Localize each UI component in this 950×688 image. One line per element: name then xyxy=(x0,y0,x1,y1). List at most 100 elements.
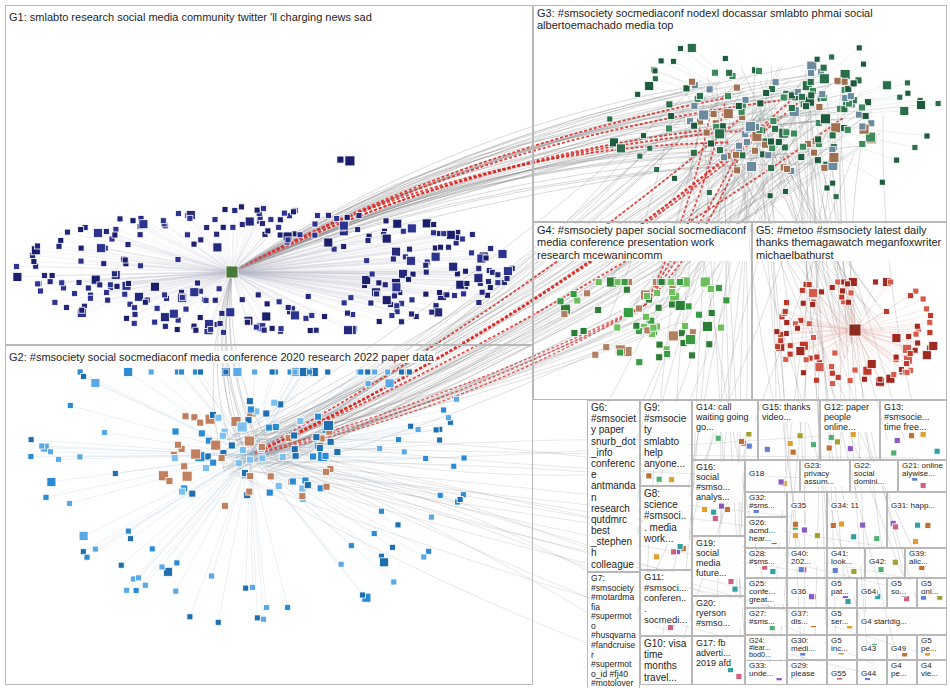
intra-link xyxy=(806,285,855,331)
vertex-icon xyxy=(187,614,193,620)
vertex-icon xyxy=(107,282,113,288)
vertex-icon xyxy=(395,522,401,528)
vertex-icon xyxy=(132,311,138,317)
intra-link xyxy=(775,57,832,118)
intra-link xyxy=(250,372,314,455)
vertex-icon xyxy=(637,153,643,159)
network-link xyxy=(768,146,919,606)
vertex-icon xyxy=(671,549,677,555)
vertex-icon xyxy=(392,283,401,292)
vertex-icon xyxy=(923,306,929,312)
vertex-icon xyxy=(848,290,854,296)
vertex-icon xyxy=(595,279,602,286)
vertex-icon xyxy=(650,324,657,331)
vertex-icon xyxy=(358,369,364,375)
vertex-icon xyxy=(810,335,816,341)
vertex-icon xyxy=(169,309,178,318)
vertex-icon xyxy=(787,343,793,349)
vertex-icon xyxy=(682,323,689,330)
vertex-icon xyxy=(49,273,55,279)
vertex-icon xyxy=(392,247,401,256)
vertex-icon xyxy=(232,207,238,213)
vertex-icon xyxy=(849,324,861,336)
vertex-icon xyxy=(715,435,721,441)
group-label: G21: online alywise... xyxy=(901,462,944,478)
vertex-icon xyxy=(784,320,790,326)
vertex-icon xyxy=(879,179,885,185)
vertex-icon xyxy=(334,216,340,222)
vertex-icon xyxy=(204,225,210,231)
vertex-icon xyxy=(457,497,463,503)
intra-link xyxy=(809,285,855,331)
vertex-icon xyxy=(239,297,245,303)
vertex-icon xyxy=(130,218,136,224)
vertex-icon xyxy=(122,281,131,290)
vertex-icon xyxy=(810,301,816,307)
intra-link xyxy=(855,299,923,330)
network-link xyxy=(250,95,807,455)
network-link xyxy=(620,159,736,568)
vertex-icon xyxy=(723,109,733,119)
group-label: G34: 11 xyxy=(830,502,860,510)
vertex-icon xyxy=(14,263,20,269)
vertex-icon xyxy=(431,252,440,261)
vertex-icon xyxy=(669,477,675,483)
vertex-icon xyxy=(262,312,271,321)
group-label: G3: #smsociety socmediaconf nodexl docas… xyxy=(536,7,944,32)
intra-link xyxy=(250,455,384,562)
intra-link xyxy=(232,272,479,303)
intra-link-layer xyxy=(17,48,939,622)
intra-link xyxy=(38,272,232,284)
vertex-icon xyxy=(829,370,835,376)
vertex-icon xyxy=(259,221,265,227)
vertex-icon xyxy=(459,236,465,242)
vertex-icon xyxy=(297,418,304,425)
vertex-icon xyxy=(131,320,137,326)
vertex-icon xyxy=(873,279,879,285)
vertex-icon xyxy=(139,220,148,229)
vertex-icon xyxy=(726,69,733,76)
vertex-icon xyxy=(828,435,834,441)
vertex-icon xyxy=(303,315,309,321)
vertex-icon xyxy=(380,558,389,567)
vertex-icon xyxy=(774,329,780,335)
vertex-icon xyxy=(175,210,181,216)
group-label: G40: 202... xyxy=(790,550,824,566)
network-link xyxy=(243,315,621,461)
vertex-icon xyxy=(742,96,749,103)
intra-link xyxy=(232,217,347,272)
intra-link xyxy=(82,272,232,310)
vertex-icon xyxy=(344,214,350,220)
vertex-icon xyxy=(423,262,429,268)
network-link xyxy=(258,438,874,664)
vertex-icon xyxy=(382,282,388,288)
intra-link xyxy=(250,455,424,557)
vertex-icon xyxy=(614,324,621,331)
intra-link xyxy=(250,430,436,455)
network-link xyxy=(246,462,608,473)
vertex-icon xyxy=(903,361,909,367)
group-box: G55 xyxy=(827,660,857,685)
group-box: G20: ryerson #smso... xyxy=(692,596,745,636)
network-link xyxy=(266,462,912,580)
network-link xyxy=(250,439,602,475)
intra-link xyxy=(67,232,232,272)
vertex-icon xyxy=(929,341,938,350)
vertex-icon xyxy=(835,78,842,85)
group-label: G4: #smsociety paper social socmediaconf… xyxy=(536,224,749,261)
vertex-icon xyxy=(635,91,641,97)
network-link xyxy=(230,272,268,457)
vertex-icon xyxy=(150,282,159,291)
network-link xyxy=(620,131,827,647)
vertex-icon xyxy=(894,157,900,163)
vertex-icon xyxy=(845,599,851,605)
vertex-icon xyxy=(341,300,347,306)
vertex-icon xyxy=(325,212,331,218)
group-box: G15: thanks video... xyxy=(758,400,820,460)
vertex-icon xyxy=(285,304,291,310)
vertex-icon xyxy=(79,531,88,540)
vertex-icon xyxy=(366,369,372,375)
intra-link xyxy=(650,118,775,148)
network-link xyxy=(693,121,714,490)
vertex-icon xyxy=(159,564,165,570)
